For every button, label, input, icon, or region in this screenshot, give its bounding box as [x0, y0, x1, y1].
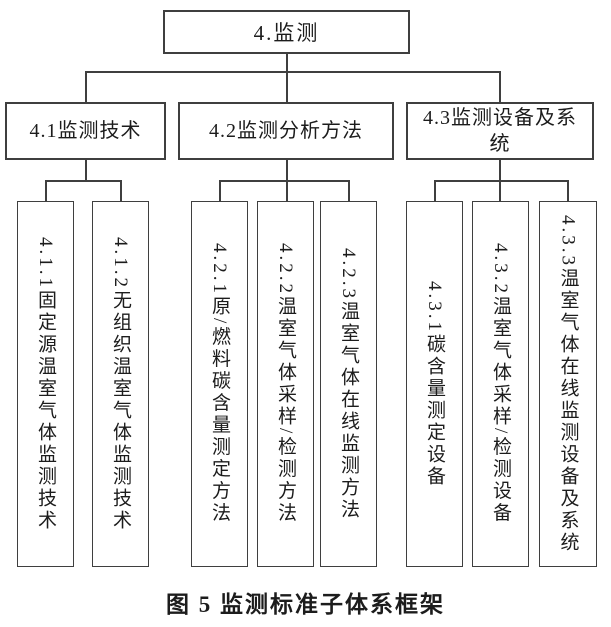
node-4-2-2-ghg-sampling-testing-methods: 4.2.2温室气体采样/检测方法 — [257, 201, 314, 567]
node-label: 4.2监测分析方法 — [209, 120, 363, 142]
connector-line — [499, 160, 501, 181]
connector-line — [347, 180, 350, 201]
node-label: 4.3.2温室气体采样/检测设备 — [490, 243, 511, 525]
connector-line — [84, 71, 87, 102]
connector-line — [218, 180, 221, 201]
connector-line — [433, 180, 436, 201]
connector-line — [566, 180, 569, 201]
connector-line — [285, 54, 288, 72]
node-label: 4.3监测设备及系统 — [423, 107, 577, 155]
connector-line — [84, 160, 87, 181]
node-label: 4.2.3温室气体在线监测方法 — [338, 247, 359, 521]
node-4-monitoring: 4.监测 — [163, 10, 410, 54]
connector-line — [84, 71, 501, 73]
node-label: 4.3.1碳含量测定设备 — [424, 280, 445, 488]
node-4-1-2-fugitive-ghg-monitoring-technology: 4.1.2无组织温室气体监测技术 — [92, 201, 149, 567]
connector-line — [44, 180, 122, 182]
node-4-1-1-stationary-source-ghg-monitoring-technology: 4.1.1固定源温室气体监测技术 — [17, 201, 74, 567]
node-4-3-2-ghg-sampling-testing-equipment: 4.3.2温室气体采样/检测设备 — [472, 201, 529, 567]
node-4-1-monitoring-technology: 4.1监测技术 — [5, 102, 166, 160]
connector-line — [44, 180, 47, 201]
node-label: 4.监测 — [253, 21, 320, 45]
node-4-3-1-carbon-content-determination-equipment: 4.3.1碳含量测定设备 — [406, 201, 463, 567]
node-4-2-monitoring-analysis-methods: 4.2监测分析方法 — [178, 102, 394, 160]
node-label: 4.3.3温室气体在线监测设备及系统 — [557, 214, 579, 554]
connector-line — [285, 160, 288, 181]
node-label: 4.2.2温室气体采样/检测方法 — [275, 243, 296, 525]
node-4-3-monitoring-equipment-systems: 4.3监测设备及系统 — [406, 102, 594, 160]
figure-caption: 图 5 监测标准子体系框架 — [166, 592, 445, 617]
node-label: 4.1.2无组织温室气体监测技术 — [110, 236, 131, 532]
node-4-2-3-ghg-online-monitoring-methods: 4.2.3温室气体在线监测方法 — [320, 201, 377, 567]
connector-line — [218, 180, 350, 182]
node-label: 4.2.1原/燃料碳含量测定方法 — [209, 243, 230, 525]
connector-line — [285, 71, 288, 102]
node-4-3-3-ghg-online-monitoring-equipment-systems: 4.3.3温室气体在线监测设备及系统 — [539, 201, 597, 567]
connector-line — [499, 180, 501, 201]
connector-line — [499, 71, 501, 102]
connector-line — [119, 180, 122, 201]
node-label: 4.1.1固定源温室气体监测技术 — [35, 236, 56, 532]
node-4-2-1-raw-fuel-carbon-content-determination-methods: 4.2.1原/燃料碳含量测定方法 — [191, 201, 248, 567]
node-label: 4.1监测技术 — [29, 120, 142, 142]
connector-line — [285, 180, 288, 201]
